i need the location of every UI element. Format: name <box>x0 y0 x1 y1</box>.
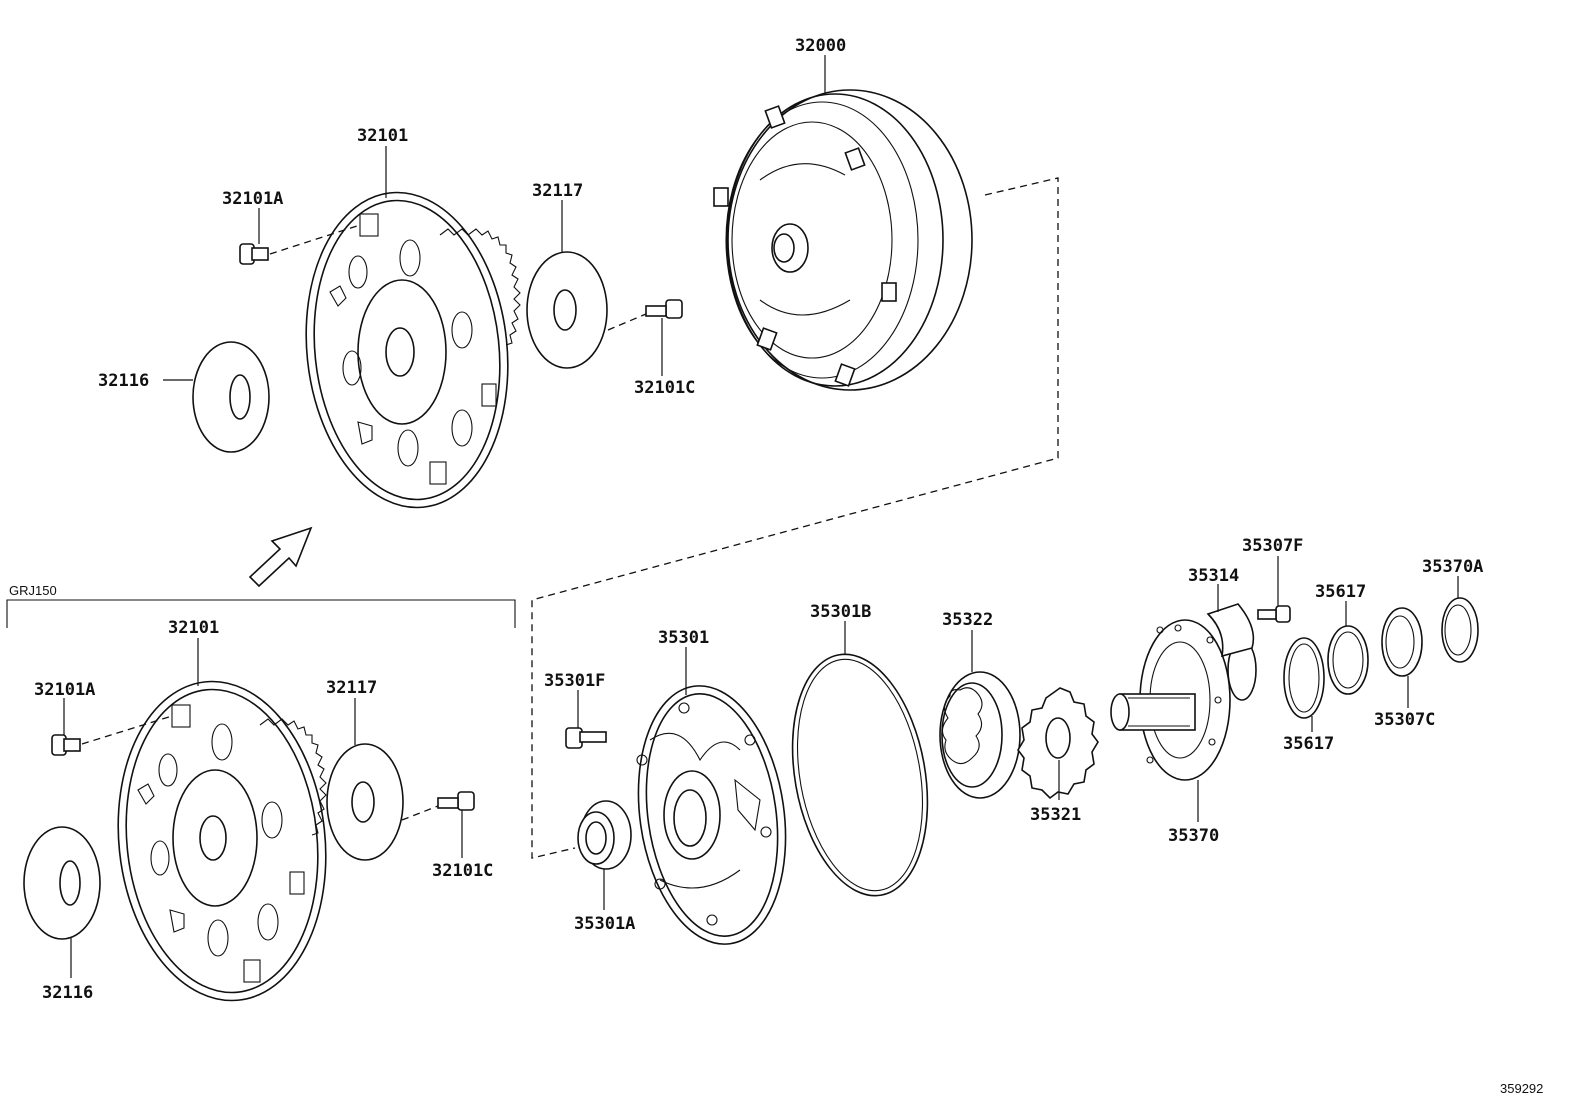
bearing-race-35370a <box>1441 597 1479 663</box>
label-35617-top: 35617 <box>1315 582 1366 602</box>
pump-body-35301 <box>636 685 787 945</box>
o-ring-35301b-inner <box>796 658 924 892</box>
bolt-32101a-top <box>239 224 361 265</box>
plate-32117-bottom <box>326 743 404 861</box>
seal-ring-35617-b <box>1327 625 1369 695</box>
plate-32117-top <box>526 251 608 369</box>
oil-seal-35301a <box>577 800 632 870</box>
cover-bolt-35307f <box>1257 605 1291 623</box>
spacer-32116-top <box>192 341 270 453</box>
label-35370a: 35370A <box>1422 557 1483 577</box>
label-32000: 32000 <box>795 36 846 56</box>
drive-plate-bottom <box>117 680 327 1002</box>
label-35617-bottom: 35617 <box>1283 734 1334 754</box>
thrust-washer-35307c <box>1381 607 1423 677</box>
image-id: 359292 <box>1500 1081 1543 1096</box>
assembly-line-top <box>531 177 1059 859</box>
label-35370: 35370 <box>1168 826 1219 846</box>
spacer-32116-bottom <box>23 826 101 940</box>
label-35314: 35314 <box>1188 566 1239 586</box>
torque-converter <box>713 89 973 391</box>
label-32117-top: 32117 <box>532 181 583 201</box>
pump-bolt-35301f <box>565 727 607 749</box>
label-32101a-top: 32101A <box>222 189 283 209</box>
label-35301f: 35301F <box>544 671 605 691</box>
label-35301: 35301 <box>658 628 709 648</box>
bolt-32101c-bottom <box>401 791 475 821</box>
label-32116-top: 32116 <box>98 371 149 391</box>
label-35307c: 35307C <box>1374 710 1435 730</box>
label-32116-bottom: 32116 <box>42 983 93 1003</box>
stator-shaft-35370 <box>1110 619 1257 781</box>
seal-ring-35617-a <box>1283 637 1325 719</box>
label-32101c-top: 32101C <box>634 378 695 398</box>
o-ring-35301b <box>791 653 929 897</box>
label-35301b: 35301B <box>810 602 871 622</box>
label-32101a-bottom: 32101A <box>34 680 95 700</box>
bolt-32101a-bottom <box>51 715 173 756</box>
drive-gear-35321 <box>1017 687 1099 800</box>
bolt-32101c-top <box>607 299 683 331</box>
label-35301a: 35301A <box>574 914 635 934</box>
driven-gear-35322 <box>939 671 1021 799</box>
group-label: GRJ150 <box>9 583 57 598</box>
leader-lines <box>63 55 1459 978</box>
label-32117-bottom: 32117 <box>326 678 377 698</box>
label-32101-bottom: 32101 <box>168 618 219 638</box>
cover-plate-35314 <box>1206 603 1255 658</box>
label-35322: 35322 <box>942 610 993 630</box>
label-32101c-bottom: 32101C <box>432 861 493 881</box>
label-35321: 35321 <box>1030 805 1081 825</box>
direction-arrow <box>248 526 313 588</box>
group-bracket <box>6 599 516 628</box>
label-35307f: 35307F <box>1242 536 1303 556</box>
label-32101-top: 32101 <box>357 126 408 146</box>
drive-plate-top <box>305 191 521 509</box>
